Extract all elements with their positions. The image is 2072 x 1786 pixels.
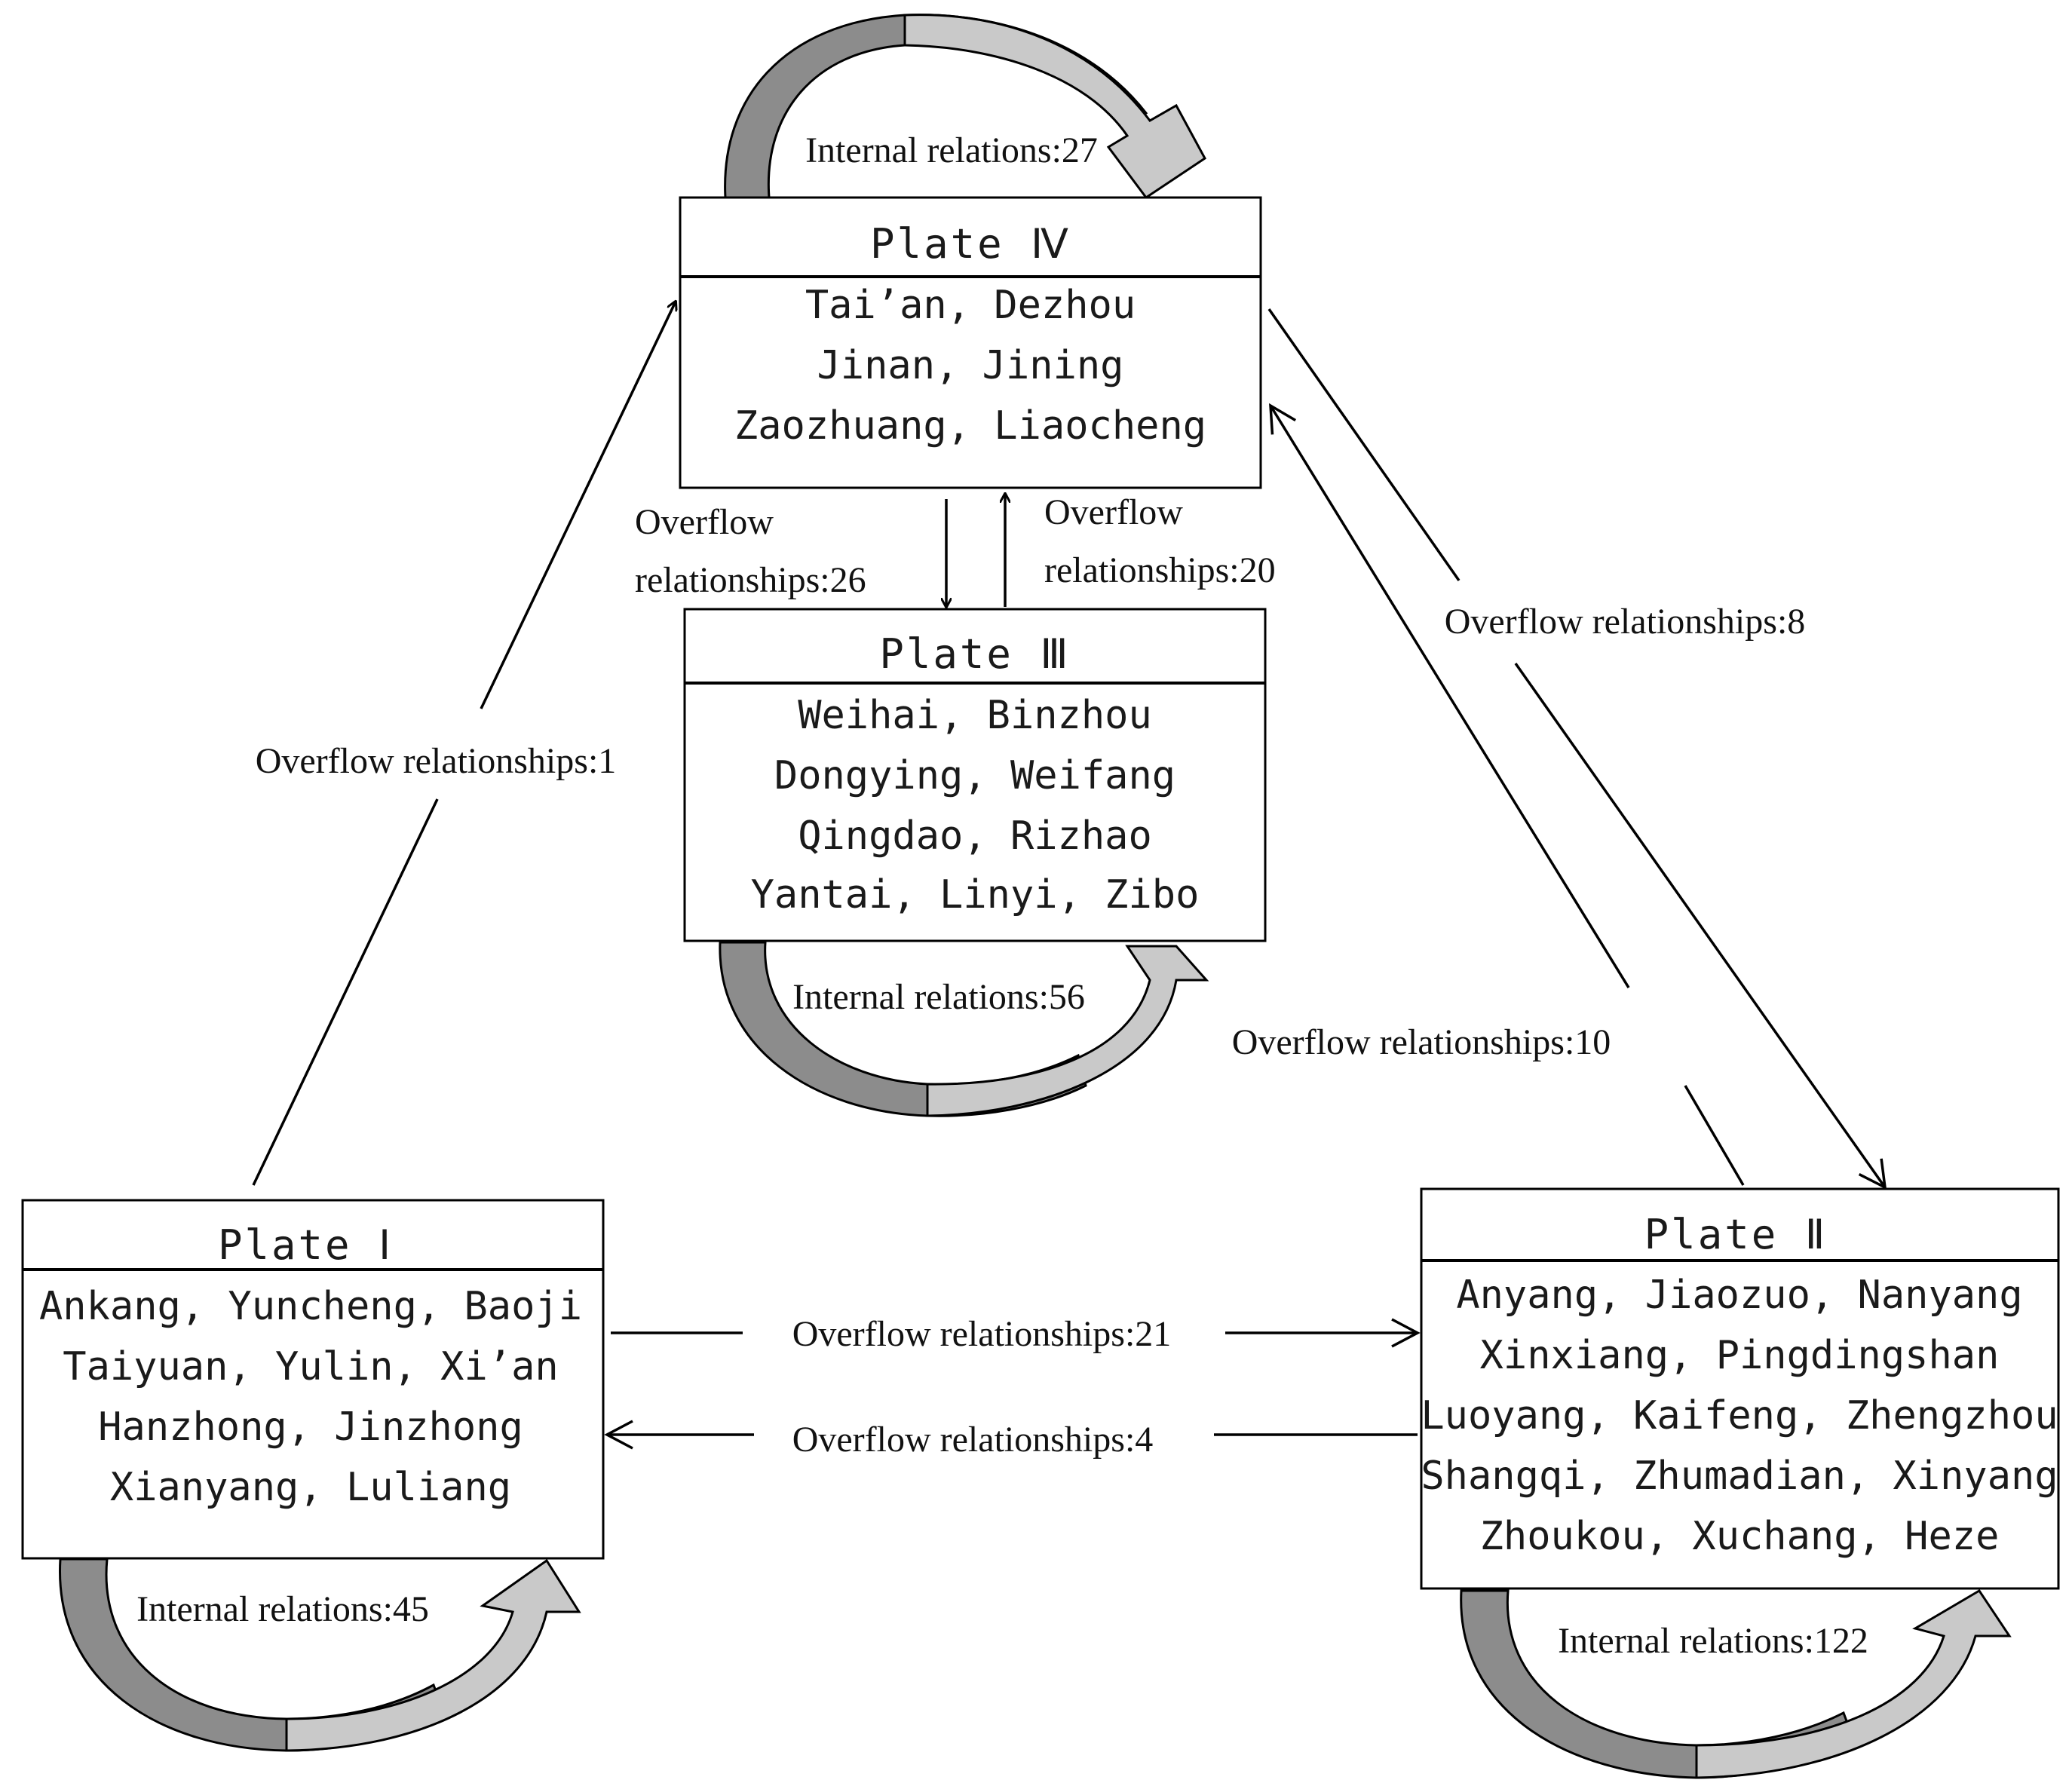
plate-3-title: Plate Ⅲ	[879, 630, 1070, 678]
plate-3-cities-line-2: Dongying, Weifang	[774, 753, 1175, 798]
plate-4-box: Plate Ⅳ Tai’an, Dezhou Jinan, Jining Zao…	[679, 196, 1262, 489]
plate-2-box: Plate Ⅱ Anyang, Jiaozuo, Nanyang Xinxian…	[1420, 1187, 2060, 1590]
plate-1-cities-line-4: Xianyang, Luliang	[110, 1465, 511, 1510]
plate-3-cities-line-1: Weihai, Binzhou	[798, 693, 1152, 738]
plate-4-cities-line-1: Tai’an, Dezhou	[805, 283, 1136, 328]
overflow-label-p4-to-p3-line-2: relationships:26	[635, 560, 866, 600]
plate-2-cities-line-5: Zhoukou, Xuchang, Heze	[1480, 1514, 2000, 1559]
plate-1-cities-line-2: Taiyuan, Yulin, Xi’an	[63, 1344, 558, 1389]
plate-1-box: Plate Ⅰ Ankang, Yuncheng, Baoji Taiyuan,…	[21, 1199, 605, 1560]
plate-2-cities-line-2: Xinxiang, Pingdingshan	[1480, 1333, 2000, 1378]
internal-loop-plate-4	[724, 14, 1206, 200]
internal-relations-label-plate-2: Internal relations:122	[1558, 1621, 1868, 1661]
plate-4-title: Plate Ⅳ	[870, 220, 1071, 268]
flow-arrow-p4-to-p2	[1267, 308, 1885, 1187]
overflow-label-p4-to-p2: Overflow relationships:8	[1445, 602, 1806, 642]
internal-relations-label-plate-4: Internal relations:27	[805, 130, 1098, 170]
internal-relations-label-plate-1: Internal relations:45	[136, 1589, 429, 1629]
plate-2-cities-line-4: Shangqi, Zhumadian, Xinyang	[1421, 1454, 2058, 1499]
internal-loop-plate-3	[719, 941, 1209, 1117]
overflow-label-p1-to-p4: Overflow relationships:1	[256, 741, 617, 781]
overflow-label-p1-to-p2: Overflow relationships:21	[792, 1314, 1172, 1354]
plate-2-cities-line-1: Anyang, Jiaozuo, Nanyang	[1456, 1273, 2022, 1318]
internal-loop-plate-1	[59, 1558, 581, 1752]
overflow-label-p3-to-p4-line-2: relationships:20	[1044, 550, 1276, 590]
plate-4-cities-line-3: Zaozhuang, Liaocheng	[734, 403, 1206, 449]
plate-4-cities-line-2: Jinan, Jining	[817, 343, 1124, 388]
overflow-label-p3-to-p4-line-1: Overflow	[1044, 492, 1183, 532]
internal-loop-plate-2	[1460, 1588, 2012, 1779]
flow-arrow-p1-to-p4	[252, 302, 676, 1186]
plate-3-box: Plate Ⅲ Weihai, Binzhou Dongying, Weifan…	[683, 608, 1267, 942]
overflow-label-p2-to-p4: Overflow relationships:10	[1232, 1022, 1611, 1062]
plate-2-title: Plate Ⅱ	[1644, 1211, 1828, 1258]
plate-2-cities-line-3: Luoyang, Kaifeng, Zhengzhou	[1421, 1393, 2058, 1438]
plate-3-cities-line-4: Yantai, Linyi, Zibo	[751, 872, 1200, 918]
plate-1-cities-line-3: Hanzhong, Jinzhong	[98, 1405, 523, 1450]
overflow-label-p4-to-p3-line-1: Overflow	[635, 502, 774, 542]
internal-relations-label-plate-3: Internal relations:56	[792, 977, 1085, 1017]
flow-arrow-p2-to-p4	[1270, 406, 1745, 1186]
plate-1-title: Plate Ⅰ	[218, 1221, 393, 1269]
overflow-label-p2-to-p1: Overflow relationships:4	[792, 1420, 1154, 1460]
plate-3-cities-line-3: Qingdao, Rizhao	[798, 813, 1152, 859]
plate-1-cities-line-1: Ankang, Yuncheng, Baoji	[39, 1284, 582, 1329]
